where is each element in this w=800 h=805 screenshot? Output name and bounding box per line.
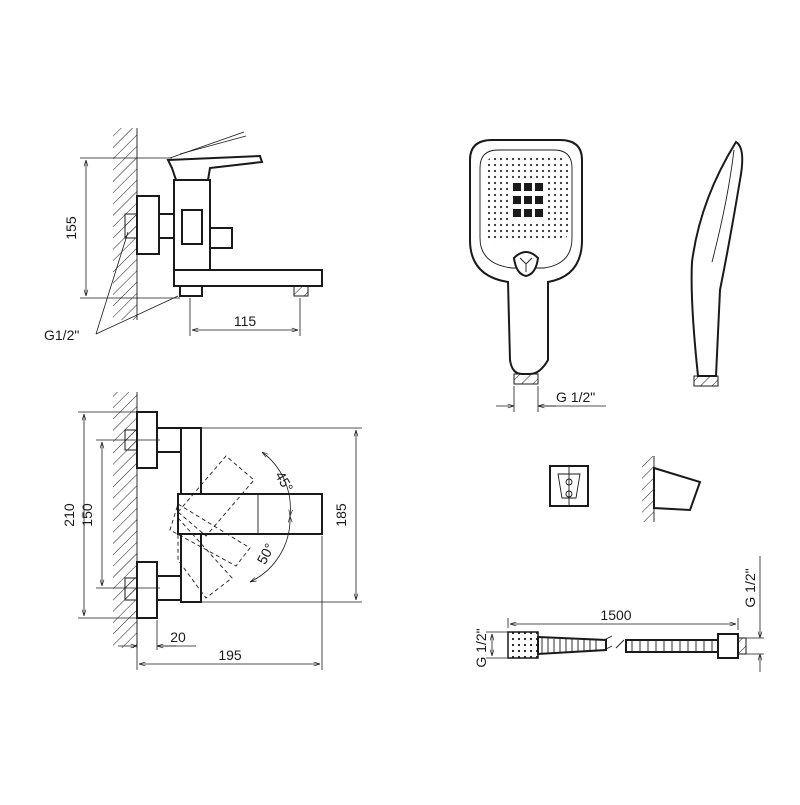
dim-top-length: 195 [218,647,242,663]
side-diverter [209,227,233,249]
side-handle [166,154,264,181]
dim-top-height: 210 [61,503,77,527]
hose: 1500 G 1/2" G 1/2" [473,556,764,672]
holder-front [549,465,589,507]
holder-side [642,456,702,522]
dim-side-thread: G1/2" [44,327,79,343]
dim-side-height: 155 [63,216,79,240]
dim-top-depth: 185 [333,503,349,527]
handshower-front: G 1/2" [469,139,606,412]
dim-top-offset: 20 [170,629,186,645]
hose-nut-right [717,633,739,659]
top-view: 45° 50° 210 150 185 20 195 [61,392,362,670]
handshower-side-profile [690,140,744,377]
side-spout [173,269,323,287]
dim-hose-length: 1500 [600,607,631,623]
dim-hose-thread-left: G 1/2" [473,628,489,667]
top-spout [177,493,323,535]
side-view: 155 G1/2" 115 [44,128,323,343]
angle-upper: 45° [272,468,296,494]
dim-hose-thread-right: G 1/2" [742,568,758,607]
side-eccentric [136,195,160,255]
holder-bracket [653,466,702,512]
dim-handshower-thread: G 1/2" [556,389,595,405]
dim-top-center: 150 [79,503,95,527]
handshower-side [690,140,744,387]
center-nozzles [513,183,543,217]
dim-side-spout: 115 [234,313,257,329]
hose-nut-left [507,631,539,659]
